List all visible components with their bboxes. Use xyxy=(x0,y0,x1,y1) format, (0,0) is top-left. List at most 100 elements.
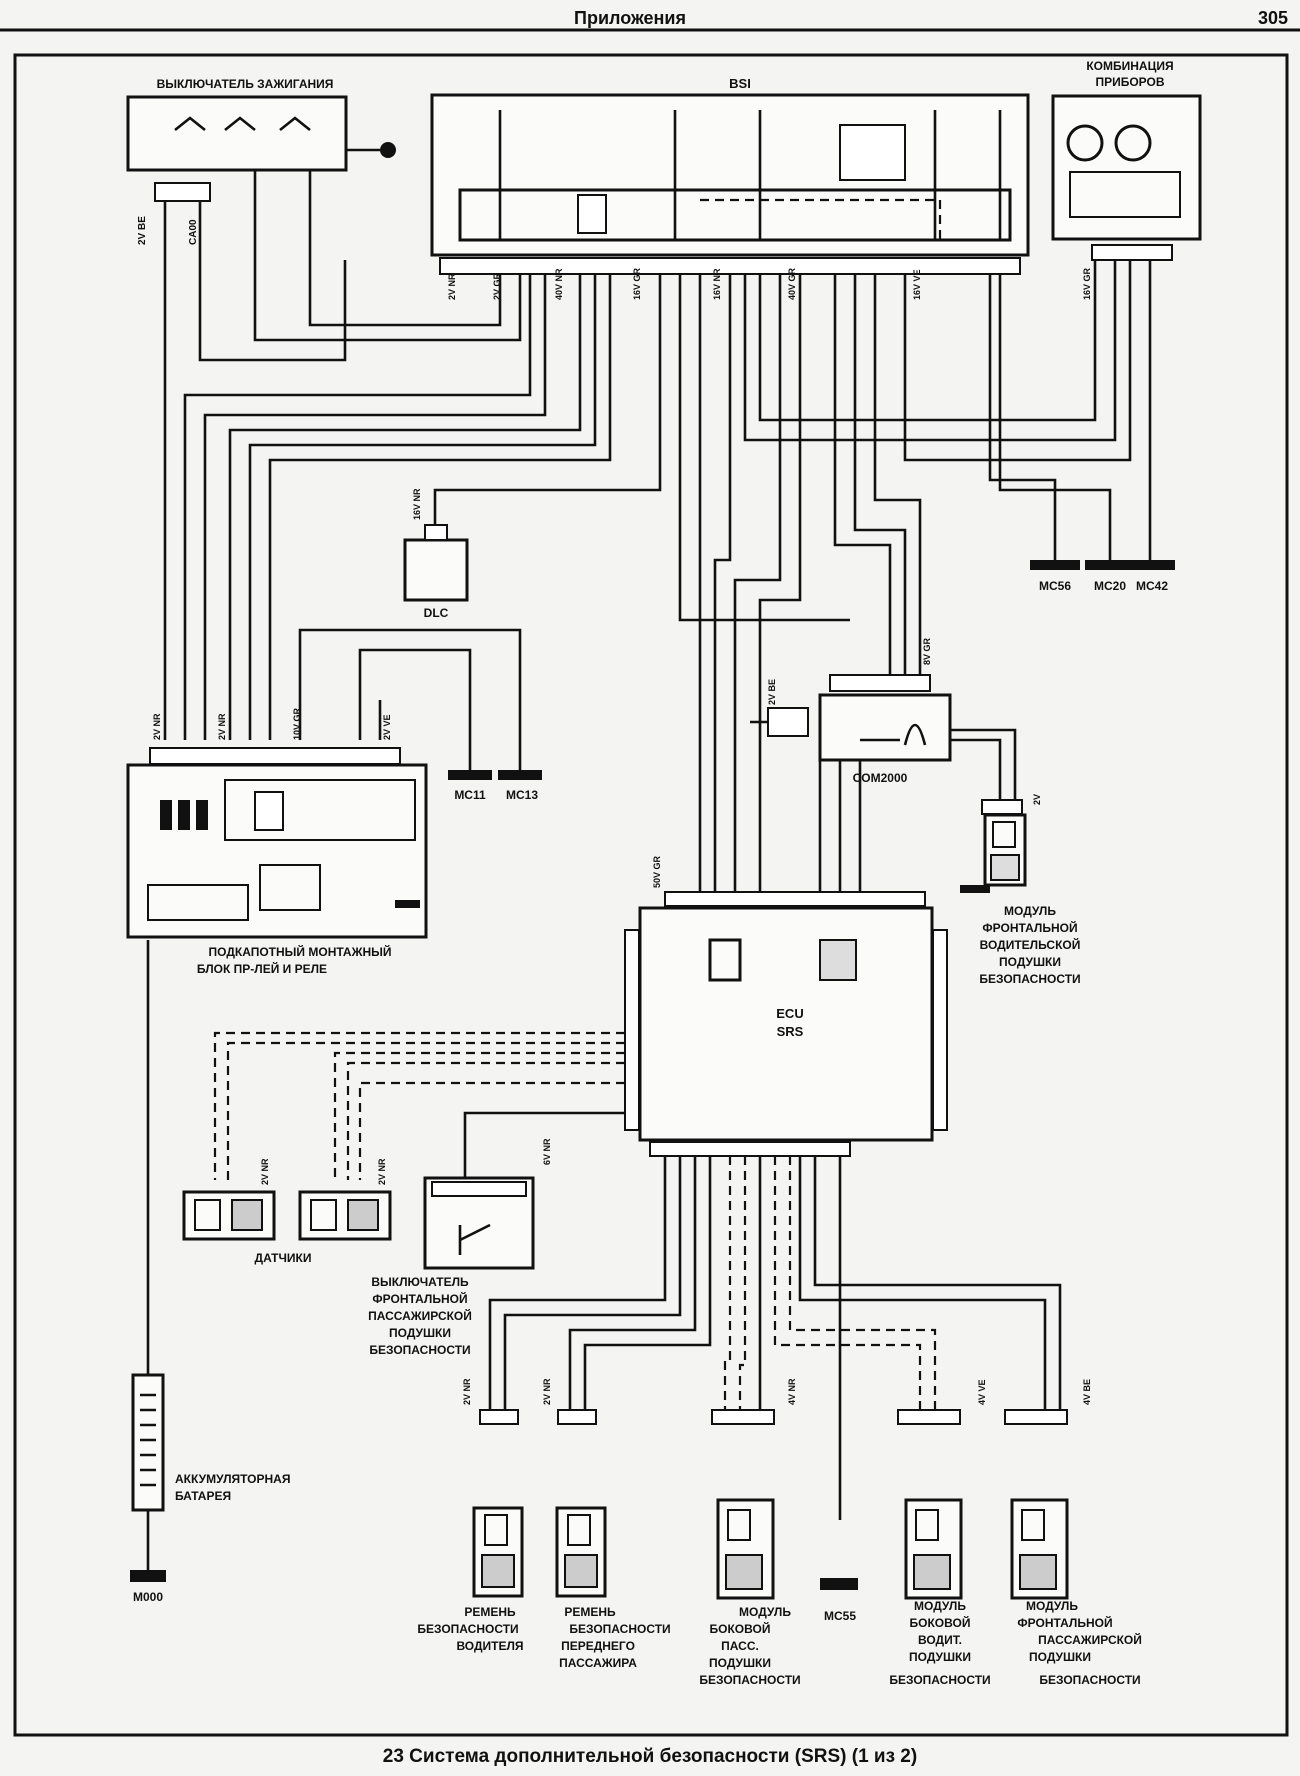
side-pass-label-2: БОКОВОЙ xyxy=(710,1621,771,1636)
bx-code-b: 2V NR xyxy=(217,713,227,740)
driver-belt-label-2: БЕЗОПАСНОСТИ xyxy=(417,1622,518,1636)
underhood-box-label-2: БЛОК ПР-ЛЕЙ И РЕЛЕ xyxy=(197,961,327,976)
ignition-switch: ВЫКЛЮЧАТЕЛЬ ЗАЖИГАНИЯ 2V BE CA00 xyxy=(126,77,396,245)
ecu-label-1: ECU xyxy=(776,1006,803,1021)
srs-sens1-code: 2V NR xyxy=(260,1158,270,1185)
ground-mc55: MC55 xyxy=(824,1609,856,1623)
bsi-unit: BSI 2V NR 2V GR 40V NR 16V GR 16V NR 40V… xyxy=(430,76,1030,300)
bsi-code-g: 16V VE xyxy=(912,269,922,300)
pass-belt-label-4: ПАССАЖИРА xyxy=(559,1656,637,1670)
bsi-label: BSI xyxy=(729,76,751,91)
side-pass-label-1: МОДУЛЬ xyxy=(739,1605,791,1619)
bsi-code-e: 16V NR xyxy=(712,268,722,300)
page-number: 305 xyxy=(1258,8,1288,28)
dlc-code: 16V NR xyxy=(412,488,422,520)
pass-switch-label-3: ПАССАЖИРСКОЙ xyxy=(368,1308,472,1323)
bottom-wiring xyxy=(488,1156,1062,1520)
driver-belt-label-3: ВОДИТЕЛЯ xyxy=(456,1639,523,1653)
instrument-cluster-label-2: ПРИБОРОВ xyxy=(1095,75,1164,89)
bx-code-a: 2V NR xyxy=(152,713,162,740)
underhood-fuse-relay-box: ПОДКАПОТНЫЙ МОНТАЖНЫЙ БЛОК ПР-ЛЕЙ И РЕЛЕ… xyxy=(126,707,428,976)
ground-mc11: MC11 xyxy=(454,788,486,802)
driver-airbag-label-3: ВОДИТЕЛЬСКОЙ xyxy=(980,937,1081,952)
battery-label-2: БАТАРЕЯ xyxy=(175,1489,231,1503)
pass-switch-label-5: БЕЗОПАСНОСТИ xyxy=(369,1343,470,1357)
driver-airbag-label-2: ФРОНТАЛЬНОЙ xyxy=(982,920,1077,935)
ign-code-2: CA00 xyxy=(188,219,199,245)
side-pass-label-4: ПОДУШКИ xyxy=(709,1656,771,1670)
front-pass-airbag-label-1: МОДУЛЬ xyxy=(1026,1599,1078,1613)
ign-code-1: 2V BE xyxy=(137,216,148,245)
driver-airbag-label-4: ПОДУШКИ xyxy=(999,955,1061,969)
bsi-code-a: 2V NR xyxy=(447,273,457,300)
ecu-pwr-code: 50V GR xyxy=(652,855,662,888)
side-pass-label-3: ПАСС. xyxy=(721,1639,759,1653)
sensor-wiring xyxy=(213,1031,625,1180)
belt2-code: 2V NR xyxy=(542,1378,552,1405)
pass-switch-label-4: ПОДУШКИ xyxy=(389,1326,451,1340)
front-passenger-airbag-module: 4V BE МОДУЛЬ ФРОНТАЛЬНОЙ ПАССАЖИРСКОЙ ПО… xyxy=(1004,1379,1142,1687)
side-passenger-airbag-module: 4V NR МОДУЛЬ БОКОВОЙ ПАСС. ПОДУШКИ БЕЗОП… xyxy=(699,1378,800,1687)
side-driver-airbag-module: 4V VE МОДУЛЬ БОКОВОЙ ВОДИТ. ПОДУШКИ БЕЗО… xyxy=(889,1379,990,1687)
side-drv-label-1: МОДУЛЬ xyxy=(914,1599,966,1613)
driver-belt-module: 2V NR РЕМЕНЬ БЕЗОПАСНОСТИ ВОДИТЕЛЯ xyxy=(417,1378,523,1653)
com-code: 8V GR xyxy=(922,637,932,665)
battery: АККУМУЛЯТОРНАЯ БАТАРЕЯ M000 xyxy=(130,1373,290,1604)
com2000-unit: COM2000 8V GR 2V BE xyxy=(750,637,952,785)
pass-belt-label-2: БЕЗОПАСНОСТИ xyxy=(569,1622,670,1636)
bx-code-d: 2V VE xyxy=(382,714,392,740)
front-pass-airbag-label-2: ФРОНТАЛЬНОЙ xyxy=(1017,1615,1112,1630)
ground-points-mid: MC11 MC13 xyxy=(448,755,542,802)
passenger-airbag-switch: 6V NR ВЫКЛЮЧАТЕЛЬ ФРОНТАЛЬНОЙ ПАССАЖИРСК… xyxy=(368,1138,552,1357)
front-pass-airbag-label-4: ПОДУШКИ xyxy=(1029,1650,1091,1664)
ground-mc42: MC42 xyxy=(1136,579,1168,593)
driver-airbag-module: 2V МОДУЛЬ ФРОНТАЛЬНОЙ ВОДИТЕЛЬСКОЙ ПОДУШ… xyxy=(960,794,1081,986)
belt1-code: 2V NR xyxy=(462,1378,472,1405)
bsi-code-f: 40V GR xyxy=(787,267,797,300)
ignition-switch-label: ВЫКЛЮЧАТЕЛЬ ЗАЖИГАНИЯ xyxy=(157,77,334,91)
underhood-box-label-1: ПОДКАПОТНЫЙ МОНТАЖНЫЙ xyxy=(209,944,392,959)
sensors-label: ДАТЧИКИ xyxy=(255,1251,312,1265)
pass-switch-label-2: ФРОНТАЛЬНОЙ xyxy=(372,1291,467,1306)
com-side-code: 2V BE xyxy=(767,679,777,705)
ground-mc20: MC20 xyxy=(1094,579,1126,593)
driver-airbag-label-1: МОДУЛЬ xyxy=(1004,904,1056,918)
ground-m000: M000 xyxy=(133,1590,163,1604)
srs-sw-code: 6V NR xyxy=(542,1138,552,1165)
bsi-code-c: 40V NR xyxy=(554,268,564,300)
dlc-connector: DLC 16V NR xyxy=(403,488,469,620)
ecu-srs: ECU SRS 50V GR xyxy=(624,855,948,1157)
ground-mc13: MC13 xyxy=(506,788,538,802)
inst-code: 16V GR xyxy=(1082,267,1092,300)
diagram-caption: 23 Система дополнительной безопасности (… xyxy=(383,1746,917,1767)
srs-sens2-code: 2V NR xyxy=(377,1158,387,1185)
airbag-drv-code: 2V xyxy=(1032,794,1042,805)
side-drv-label-4: ПОДУШКИ xyxy=(909,1650,971,1664)
pass-switch-label-1: ВЫКЛЮЧАТЕЛЬ xyxy=(371,1275,469,1289)
bsi-code-b: 2V GR xyxy=(492,272,502,300)
instrument-cluster: КОМБИНАЦИЯ ПРИБОРОВ 16V GR xyxy=(1051,59,1202,300)
side-pass-label-5: БЕЗОПАСНОСТИ xyxy=(699,1673,800,1687)
front-pass-airbag-label-3: ПАССАЖИРСКОЙ xyxy=(1038,1632,1142,1647)
instrument-cluster-label-1: КОМБИНАЦИЯ xyxy=(1086,59,1173,73)
side1-code: 4V NR xyxy=(787,1378,797,1405)
driver-airbag-label-5: БЕЗОПАСНОСТИ xyxy=(979,972,1080,986)
com2000-label: COM2000 xyxy=(853,771,908,785)
ground-mc55-point: MC55 xyxy=(820,1578,858,1623)
ground-mc56: MC56 xyxy=(1039,579,1071,593)
driver-belt-label-1: РЕМЕНЬ xyxy=(464,1605,516,1619)
pass-belt-label-3: ПЕРЕДНЕГО xyxy=(561,1639,635,1653)
bsi-code-d: 16V GR xyxy=(632,267,642,300)
pass-belt-label-1: РЕМЕНЬ xyxy=(564,1605,616,1619)
section-title: Приложения xyxy=(574,8,686,28)
ground-points-top: MC56 MC20 MC42 xyxy=(1030,540,1175,593)
side-drv-label-3: ВОДИТ. xyxy=(918,1633,962,1647)
side2-code: 4V VE xyxy=(977,1379,987,1405)
battery-label-1: АККУМУЛЯТОРНАЯ xyxy=(175,1472,290,1486)
sensors-group: ДАТЧИКИ 2V NR 2V NR xyxy=(182,1158,392,1265)
front-passenger-belt-module: 2V NR РЕМЕНЬ БЕЗОПАСНОСТИ ПЕРЕДНЕГО ПАСС… xyxy=(542,1378,671,1670)
front-pass-airbag-label-5: БЕЗОПАСНОСТИ xyxy=(1039,1673,1140,1687)
side-drv-label-5: БЕЗОПАСНОСТИ xyxy=(889,1673,990,1687)
side-drv-label-2: БОКОВОЙ xyxy=(910,1615,971,1630)
